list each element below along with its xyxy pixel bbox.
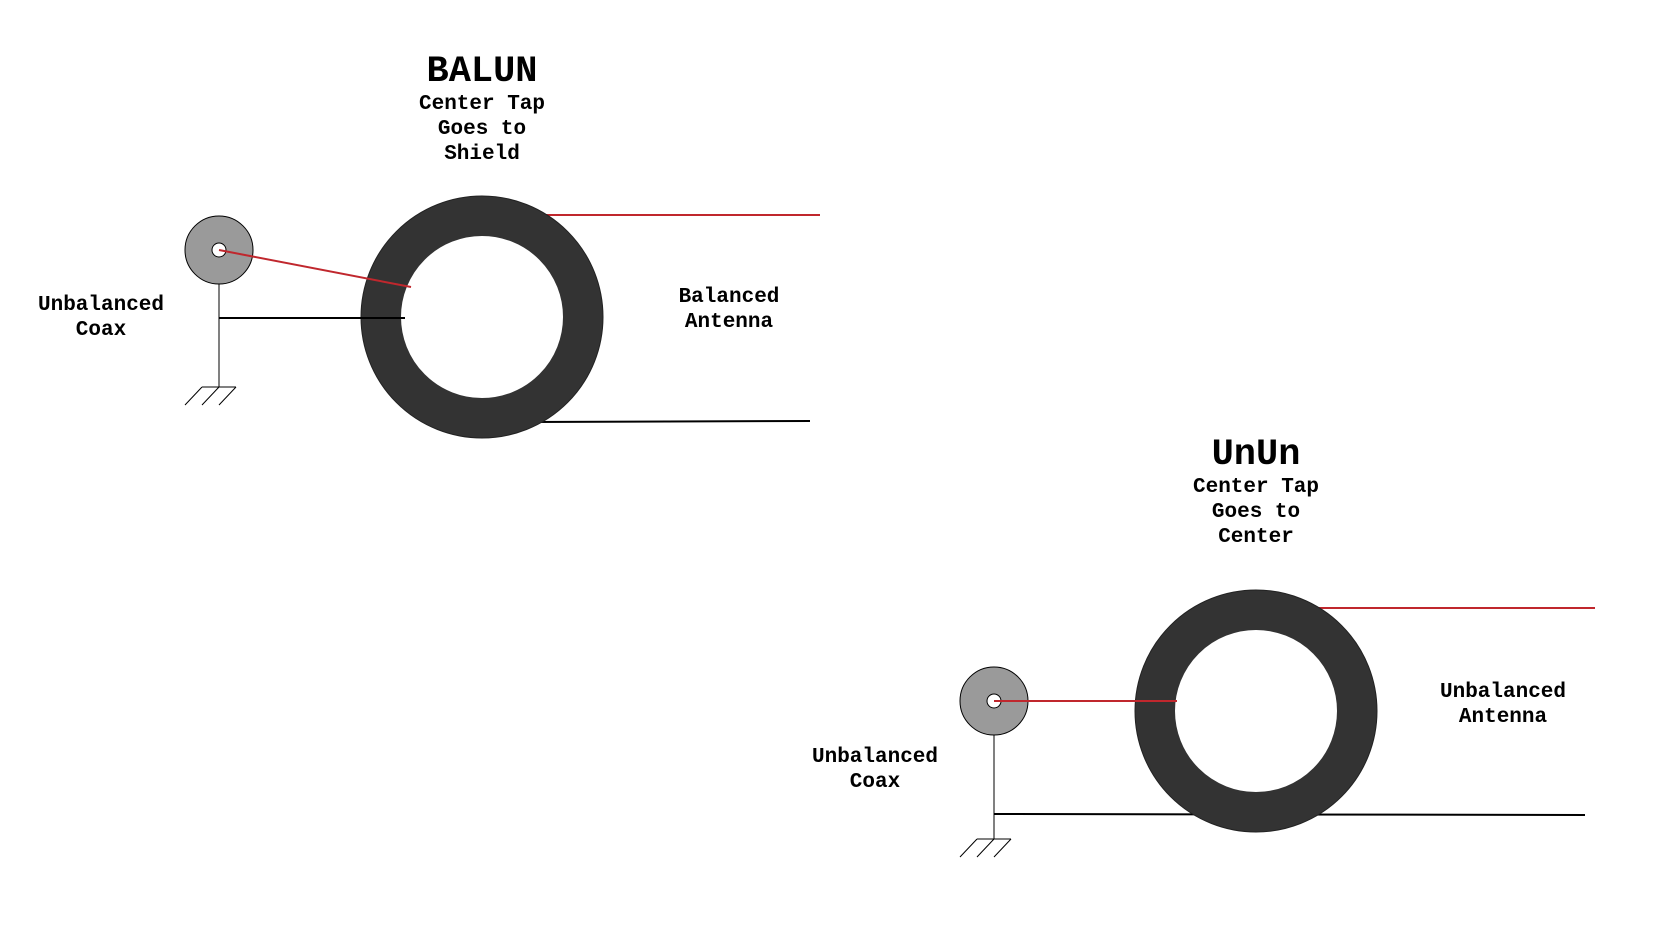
- balun-ground-symbol: [184, 386, 237, 406]
- unun-subtitle-line-2: Goes to: [1212, 501, 1300, 524]
- unun-subtitle-line-3: Center: [1218, 526, 1294, 549]
- unun-toroid-outline: [1134, 589, 1378, 833]
- unun-coax-label-line-2: Coax: [850, 771, 901, 794]
- balun-center-wire: [218, 249, 412, 288]
- unun-ground-symbol: [959, 838, 1012, 858]
- unun-diagram: UnUn Center Tap Goes to Center Unbalance…: [812, 434, 1595, 858]
- unun-antenna-label-line-2: Antenna: [1459, 706, 1548, 729]
- balun-antenna-wire-bottom: [529, 420, 811, 423]
- unun-subtitle-line-1: Center Tap: [1193, 476, 1319, 499]
- balun-toroid: [361, 196, 603, 438]
- balun-subtitle-line-3: Shield: [444, 143, 520, 166]
- balun-coax-label-line-2: Coax: [76, 319, 127, 342]
- balun-antenna-label-line-2: Antenna: [685, 311, 774, 334]
- balun-diagram: BALUN Center Tap Goes to Shield Unbalanc…: [38, 51, 820, 439]
- balun-subtitle-line-1: Center Tap: [419, 93, 545, 116]
- balun-antenna-label-line-1: Balanced: [679, 286, 780, 309]
- balun-subtitle-line-2: Goes to: [438, 118, 526, 141]
- balun-title: BALUN: [426, 51, 537, 93]
- unun-coax-label-line-1: Unbalanced: [812, 746, 938, 769]
- unun-antenna-label-line-1: Unbalanced: [1440, 681, 1566, 704]
- unun-toroid: [1135, 590, 1377, 832]
- balun-coax-label-line-1: Unbalanced: [38, 294, 164, 317]
- unun-title: UnUn: [1212, 434, 1301, 476]
